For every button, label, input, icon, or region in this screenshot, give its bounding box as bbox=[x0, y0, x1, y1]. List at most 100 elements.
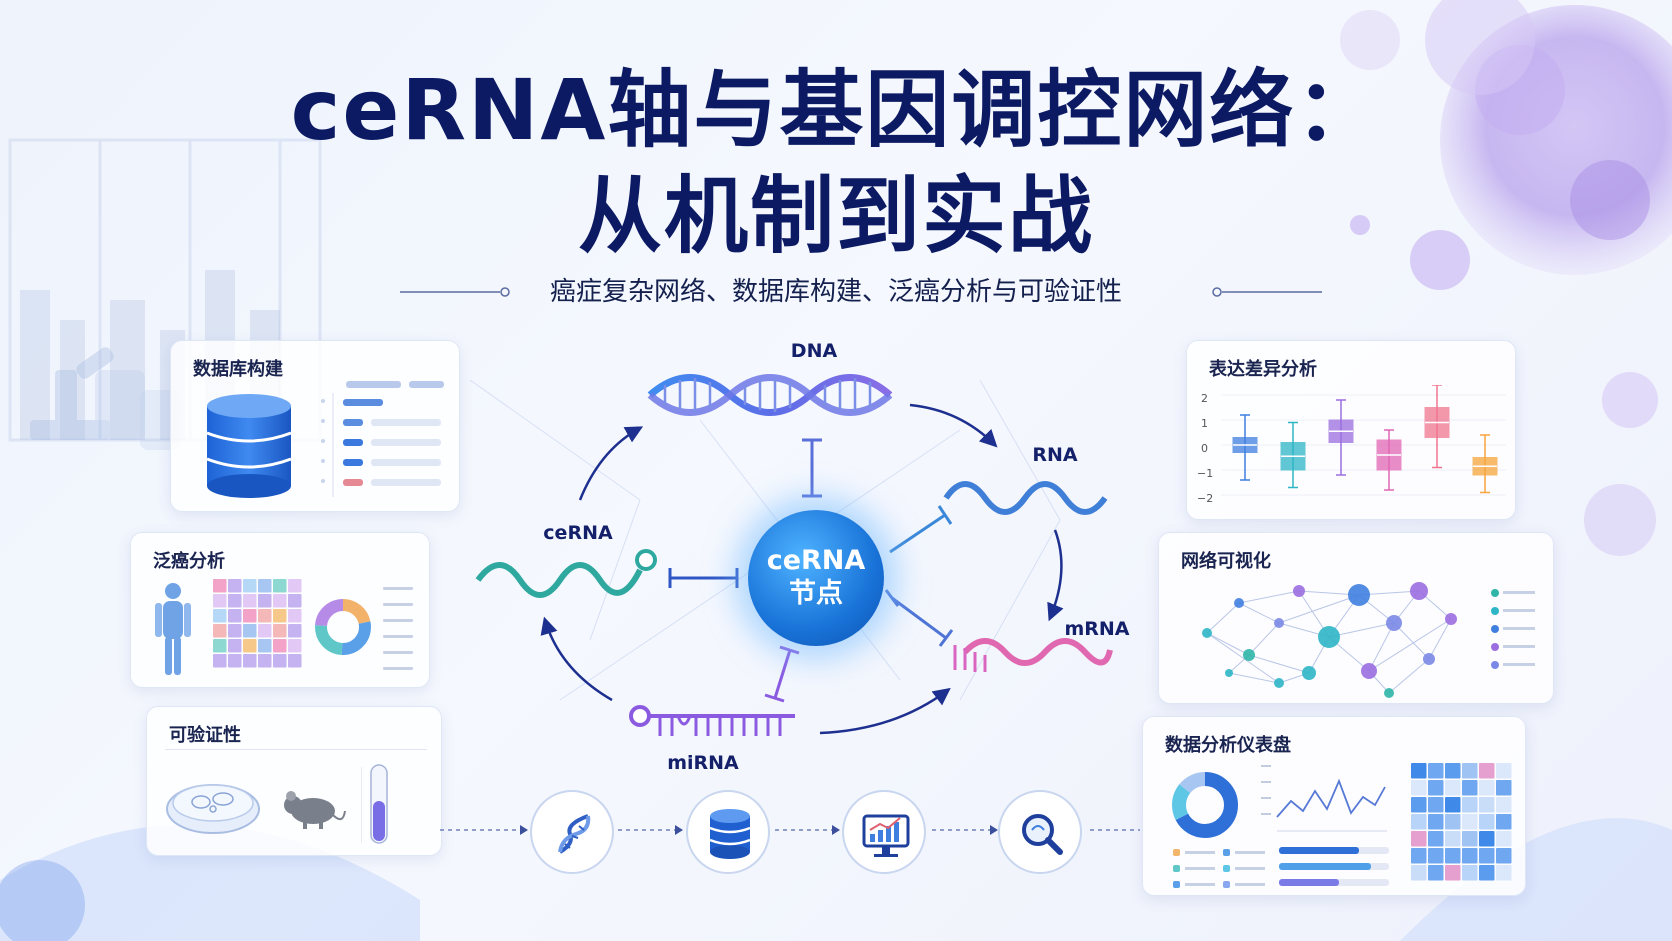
heatmap-cell bbox=[1428, 848, 1444, 864]
node-label-mrna: mRNA bbox=[1064, 618, 1130, 640]
database-cylinder-icon bbox=[206, 394, 292, 498]
node-label-cerna: ceRNA bbox=[543, 522, 613, 544]
network-node bbox=[1361, 663, 1377, 679]
heatmap-cell bbox=[213, 579, 227, 593]
heatmap-cell bbox=[288, 639, 302, 653]
panel-network-vis-title: 网络可视化 bbox=[1181, 551, 1271, 572]
heatmap-cell bbox=[243, 624, 257, 638]
pancancer-donut-chart bbox=[315, 599, 371, 655]
network-node bbox=[1423, 653, 1435, 665]
heatmap-cell bbox=[258, 639, 272, 653]
heatmap-cell bbox=[228, 609, 242, 623]
heatmap-cell bbox=[1462, 848, 1478, 864]
workflow-step-database bbox=[686, 790, 770, 874]
mirna-hairpin-icon bbox=[629, 705, 795, 736]
verifiable-divider bbox=[165, 749, 427, 750]
subtitle: 癌症复杂网络、数据库构建、泛癌分析与可验证性 bbox=[549, 277, 1122, 307]
panel-database-title: 数据库构建 bbox=[193, 359, 283, 380]
panel-diff-expr-title: 表达差异分析 bbox=[1209, 359, 1317, 380]
search-magnifier-icon bbox=[1022, 814, 1063, 855]
heatmap-cell bbox=[258, 609, 272, 623]
rna-strand-icon bbox=[943, 481, 1108, 515]
cerna-strand-icon bbox=[475, 549, 657, 598]
node-label-rna: RNA bbox=[1032, 444, 1078, 466]
heatmap-cell bbox=[273, 579, 287, 593]
heatmap-cell bbox=[1428, 797, 1444, 813]
network-node bbox=[1202, 628, 1212, 638]
heatmap-cell bbox=[1428, 831, 1444, 847]
heatmap-cell bbox=[1496, 865, 1512, 881]
panel-network-vis: 网络可视化 bbox=[1158, 532, 1554, 704]
dashboard-donut-chart bbox=[1172, 772, 1238, 838]
network-node bbox=[1225, 669, 1233, 677]
heatmap-cell bbox=[228, 579, 242, 593]
main-title-line2: 从机制到实战 bbox=[577, 167, 1094, 265]
dashboard-legend bbox=[1173, 849, 1265, 888]
network-node bbox=[1234, 598, 1244, 608]
heatmap-cell bbox=[273, 609, 287, 623]
boxplot-ytick: 2 bbox=[1201, 392, 1208, 405]
dashboard-heatmap bbox=[1411, 763, 1512, 881]
panel-database: 数据库构建 bbox=[170, 340, 460, 512]
heatmap-cell bbox=[1445, 797, 1461, 813]
network-node bbox=[1386, 615, 1402, 631]
heatmap-cell bbox=[243, 594, 257, 608]
heatmap-cell bbox=[1411, 797, 1427, 813]
heatmap-cell bbox=[1462, 814, 1478, 830]
subtitle-row: 癌症复杂网络、数据库构建、泛癌分析与可验证性 bbox=[0, 272, 1672, 312]
heatmap-cell bbox=[243, 609, 257, 623]
heatmap-cell bbox=[273, 594, 287, 608]
heatmap-cell bbox=[258, 624, 272, 638]
pancancer-legend bbox=[383, 587, 413, 670]
network-node bbox=[1410, 582, 1428, 600]
heatmap-cell bbox=[273, 624, 287, 638]
heatmap-cell bbox=[1496, 814, 1512, 830]
heatmap-cell bbox=[1462, 780, 1478, 796]
panel-verifiable-title: 可验证性 bbox=[169, 725, 241, 746]
database-table-preview bbox=[321, 381, 444, 497]
workflow-step-dna bbox=[530, 790, 614, 874]
heatmap-cell bbox=[1479, 865, 1495, 881]
heatmap-cell bbox=[213, 624, 227, 638]
heatmap-cell bbox=[213, 639, 227, 653]
center-node-label-line2: 节点 bbox=[789, 578, 843, 609]
heatmap-cell bbox=[228, 639, 242, 653]
panel-pancancer-title: 泛癌分析 bbox=[153, 551, 225, 572]
heatmap-cell bbox=[1411, 848, 1427, 864]
mrna-strand-icon bbox=[953, 638, 1113, 672]
heatmap-cell bbox=[1496, 848, 1512, 864]
heatmap-cell bbox=[1411, 780, 1427, 796]
network-node bbox=[1302, 666, 1316, 680]
heatmap-cell bbox=[1445, 848, 1461, 864]
heatmap-cell bbox=[288, 609, 302, 623]
heatmap-cell bbox=[1479, 763, 1495, 779]
boxplot-ytick: −1 bbox=[1197, 467, 1214, 480]
heatmap-cell bbox=[1411, 831, 1427, 847]
heatmap-cell bbox=[1479, 848, 1495, 864]
panel-dashboard-title: 数据分析仪表盘 bbox=[1165, 735, 1291, 756]
heatmap-cell bbox=[1411, 865, 1427, 881]
network-node bbox=[1274, 678, 1284, 688]
heatmap-cell bbox=[1445, 865, 1461, 881]
heatmap-cell bbox=[288, 579, 302, 593]
heatmap-cell bbox=[1496, 831, 1512, 847]
heatmap-cell bbox=[273, 639, 287, 653]
network-node bbox=[1293, 585, 1305, 597]
subtitle-divider-left bbox=[400, 287, 510, 297]
panel-diff-expr: 表达差异分析 2 1 0 −1 −2 bbox=[1186, 340, 1516, 520]
human-body-icon bbox=[155, 583, 191, 675]
heatmap-cell bbox=[258, 654, 272, 668]
heatmap-cell bbox=[213, 609, 227, 623]
heatmap-cell bbox=[228, 624, 242, 638]
network-node bbox=[1274, 618, 1284, 628]
workflow-step-analysis bbox=[842, 790, 926, 874]
boxplot-chart bbox=[1221, 385, 1506, 496]
network-graph bbox=[1202, 582, 1457, 698]
heatmap-cell bbox=[243, 639, 257, 653]
pancancer-heatmap bbox=[213, 579, 302, 668]
heatmap-cell bbox=[288, 654, 302, 668]
heatmap-cell bbox=[1445, 814, 1461, 830]
mouse-icon bbox=[284, 791, 346, 829]
subtitle-divider-right bbox=[1212, 287, 1322, 297]
